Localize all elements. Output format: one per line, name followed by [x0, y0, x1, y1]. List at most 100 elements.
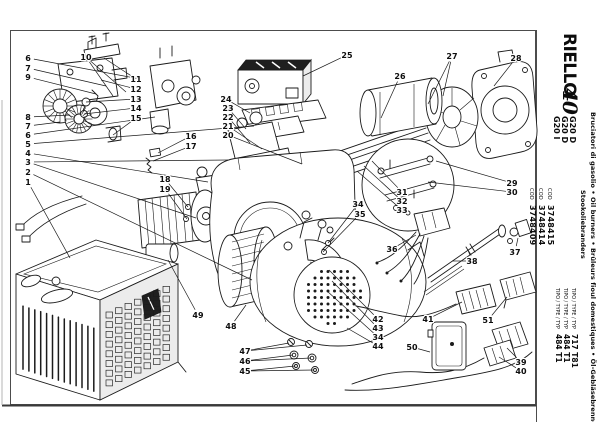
- leader-line: [467, 249, 471, 256]
- leader-line: [356, 170, 398, 207]
- leader-line: [33, 78, 97, 95]
- part-number-label: 8: [25, 113, 31, 122]
- part-number-label: 22: [222, 113, 233, 122]
- leader-line: [302, 57, 342, 77]
- nozzle-line: [423, 219, 532, 296]
- part-number-label: 23: [222, 104, 233, 113]
- leader-line: [100, 79, 131, 88]
- secondary-pump: [145, 45, 201, 174]
- electrical-parts: [344, 271, 537, 391]
- ignition-electrode-assembly: [375, 207, 451, 285]
- leader-line: [89, 61, 114, 97]
- leader-line: [363, 165, 398, 198]
- brand-model-number: 40: [558, 88, 582, 114]
- leader-line: [331, 280, 375, 324]
- leader-line: [397, 234, 417, 247]
- control-box: [237, 58, 312, 106]
- leader-line: [85, 99, 131, 103]
- leader-line: [250, 369, 315, 372]
- type-line: TIPO / TYPE / TYP 717 T81: [568, 288, 587, 368]
- part-number-label: 17: [185, 142, 196, 151]
- part-number-label: 51: [482, 316, 494, 325]
- leader-line: [231, 112, 247, 130]
- leader-line: [250, 354, 294, 361]
- part-number-label: 27: [446, 52, 457, 61]
- part-number-label: 19: [159, 185, 171, 194]
- part-number-label: 50: [406, 343, 418, 352]
- part-number-label: 14: [130, 104, 142, 113]
- part-number-label: 48: [225, 322, 237, 331]
- part-number-label: 20: [222, 131, 234, 140]
- leader-line: [427, 181, 507, 192]
- part-number-label: 16: [185, 132, 197, 141]
- part-number-label: 24: [220, 95, 232, 104]
- leader-line: [232, 129, 263, 150]
- leader-line: [250, 344, 308, 351]
- leader-line: [33, 58, 141, 80]
- part-number-label: 32: [396, 197, 407, 206]
- cod-prefix: COD: [528, 188, 534, 200]
- leader-line: [250, 342, 290, 351]
- leader-line: [33, 159, 229, 163]
- cod-line: COD 3748415: [544, 188, 563, 245]
- model-label: G20 D: [568, 116, 577, 144]
- part-number-label: 44: [372, 342, 384, 351]
- leader-line: [506, 347, 518, 359]
- type-number: 717 T81: [570, 333, 579, 368]
- leader-line: [327, 208, 355, 244]
- burner-cover: [15, 239, 187, 401]
- type-prefix: TIPO / TYPE / TYP: [554, 288, 559, 329]
- part-number-label: 41: [422, 315, 434, 324]
- part-number-label: 36: [386, 245, 398, 254]
- part-number-label: 46: [239, 357, 251, 366]
- blast-tube: [359, 77, 443, 137]
- fasteners: [287, 338, 319, 374]
- leader-line: [380, 81, 398, 119]
- part-number-label: 34: [372, 333, 384, 342]
- leader-line: [250, 357, 312, 362]
- part-number-label: 4: [25, 149, 31, 158]
- part-number-label: 9: [25, 73, 31, 82]
- brand-logo: RIELLO: [559, 33, 579, 96]
- part-number-label: 40: [515, 367, 527, 376]
- leader-line: [231, 101, 251, 114]
- leader-line: [112, 121, 132, 136]
- part-number-label: 49: [192, 311, 204, 320]
- part-number-label: 39: [515, 358, 527, 367]
- leader-line: [346, 327, 373, 344]
- leader-line: [167, 259, 196, 310]
- leader-line: [83, 108, 131, 115]
- leader-line: [328, 269, 375, 316]
- leader-line: [417, 348, 431, 353]
- leader-line: [250, 365, 296, 371]
- product-line: Bruciatori di gasolio • Oil burners • Br…: [589, 112, 597, 422]
- part-number-label: 33: [396, 206, 407, 215]
- part-number-label: 12: [130, 85, 141, 94]
- part-number-label: 43: [372, 324, 383, 333]
- part-number-label: 10: [80, 53, 92, 62]
- leader-line: [157, 138, 186, 154]
- part-number-label: 11: [130, 75, 142, 84]
- oil-hoses: [15, 195, 87, 243]
- cod-prefix: COD: [546, 188, 552, 200]
- connector-block-41: [455, 283, 497, 315]
- part-number-label: 28: [510, 54, 522, 63]
- part-number-label: 42: [372, 315, 383, 324]
- type-prefix: TIPO / TYPE / TYP: [570, 288, 575, 329]
- leader-line: [168, 193, 188, 220]
- leader-line: [152, 147, 186, 162]
- plug-connectors: [483, 321, 529, 367]
- leader-line: [371, 160, 399, 188]
- part-number-label: 15: [130, 114, 142, 123]
- part-number-label: 34: [352, 200, 364, 209]
- leader-line: [33, 163, 197, 219]
- leader-line: [427, 61, 450, 105]
- leader-line: [491, 296, 508, 316]
- capacitor-50: [427, 321, 467, 371]
- leader-line: [493, 62, 513, 87]
- leader-line: [326, 290, 374, 334]
- part-number-label: 18: [159, 175, 171, 184]
